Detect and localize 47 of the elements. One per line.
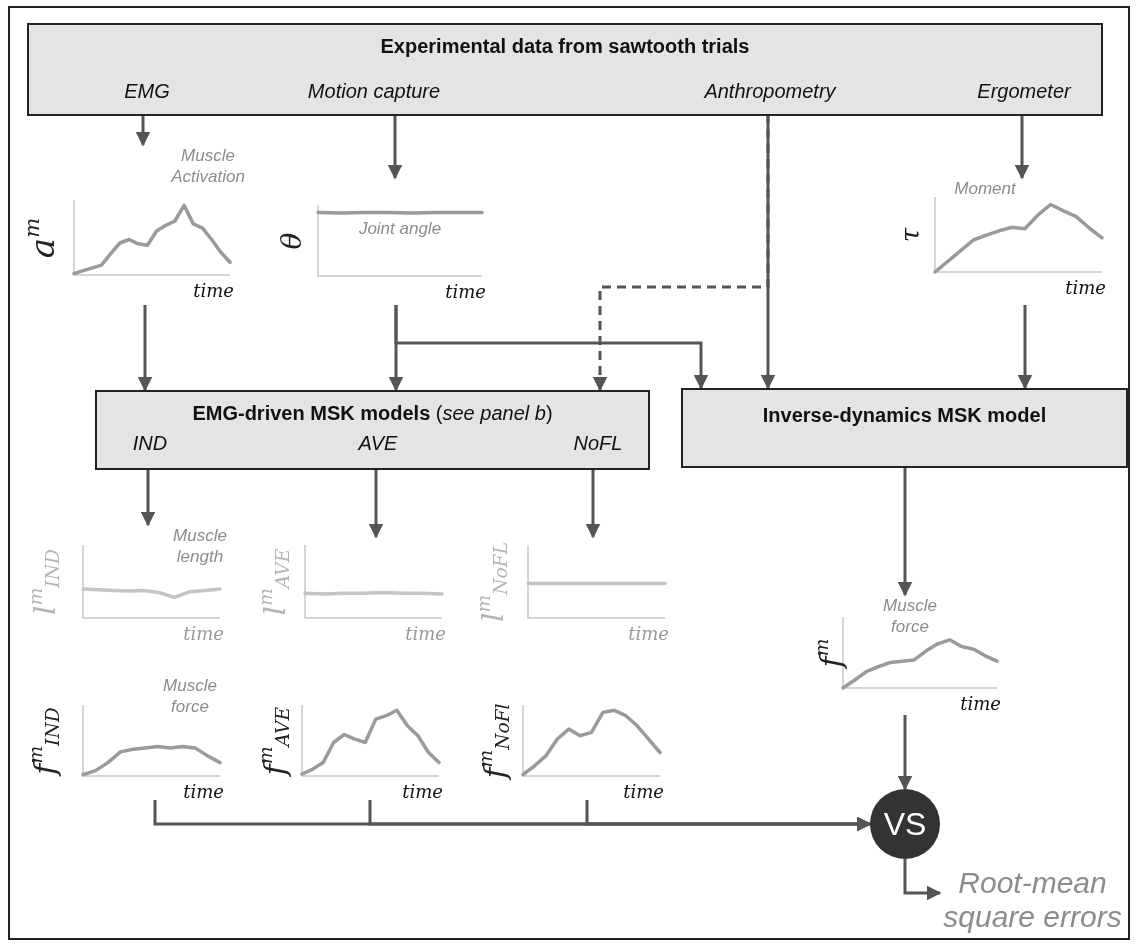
source-label: Anthropometry <box>695 76 845 114</box>
arrow <box>897 468 913 597</box>
axis-label: time <box>445 282 486 302</box>
source-label: EMG <box>112 76 182 114</box>
source-label: AVE <box>348 428 408 468</box>
plot-title: Moment <box>953 178 1018 199</box>
arrow <box>368 468 384 539</box>
arrow <box>140 468 156 527</box>
source-label: Ergometer <box>969 76 1079 114</box>
axis-label: time <box>193 281 234 301</box>
axis-label: time <box>960 694 1001 714</box>
plot-title: Muscle force <box>882 595 938 637</box>
arrow <box>137 305 153 392</box>
arrow <box>897 715 913 791</box>
axis-label: time <box>183 624 224 644</box>
axis-label: time <box>628 624 669 644</box>
comparison-circle: VS <box>870 789 940 859</box>
arrow <box>394 305 709 390</box>
process-box <box>95 390 650 470</box>
axis-label: time <box>1065 278 1106 298</box>
arrow <box>1014 114 1030 180</box>
source-label: IND <box>120 428 180 468</box>
axis-label: θ <box>278 232 306 249</box>
box-title: EMG-driven MSK models (see panel b) <box>191 402 554 425</box>
arrow <box>903 859 942 901</box>
plot-title: Muscle Activation <box>169 145 246 187</box>
process-box <box>27 23 1103 116</box>
source-label: NoFL <box>563 428 633 468</box>
axis-label: time <box>623 782 664 802</box>
plot-title: Joint angle <box>357 218 443 239</box>
axis-label: τ <box>897 227 923 242</box>
output-text: Root-mean square errors <box>940 866 1125 936</box>
arrow <box>585 468 601 539</box>
axis-label: time <box>405 624 446 644</box>
process-box <box>681 388 1128 468</box>
arrow <box>1017 305 1033 390</box>
axis-label: time <box>183 782 224 802</box>
arrow <box>135 114 151 147</box>
box-title: Inverse-dynamics MSK model <box>761 404 1048 427</box>
arrow <box>387 114 403 180</box>
source-label: Motion capture <box>299 76 449 114</box>
box-title: Experimental data from sawtooth trials <box>379 35 751 58</box>
plot-title: Muscle force <box>162 675 218 717</box>
plot-title: Muscle length <box>172 525 228 567</box>
axis-label: time <box>402 782 443 802</box>
arrow <box>585 800 872 832</box>
arrow <box>592 114 770 392</box>
